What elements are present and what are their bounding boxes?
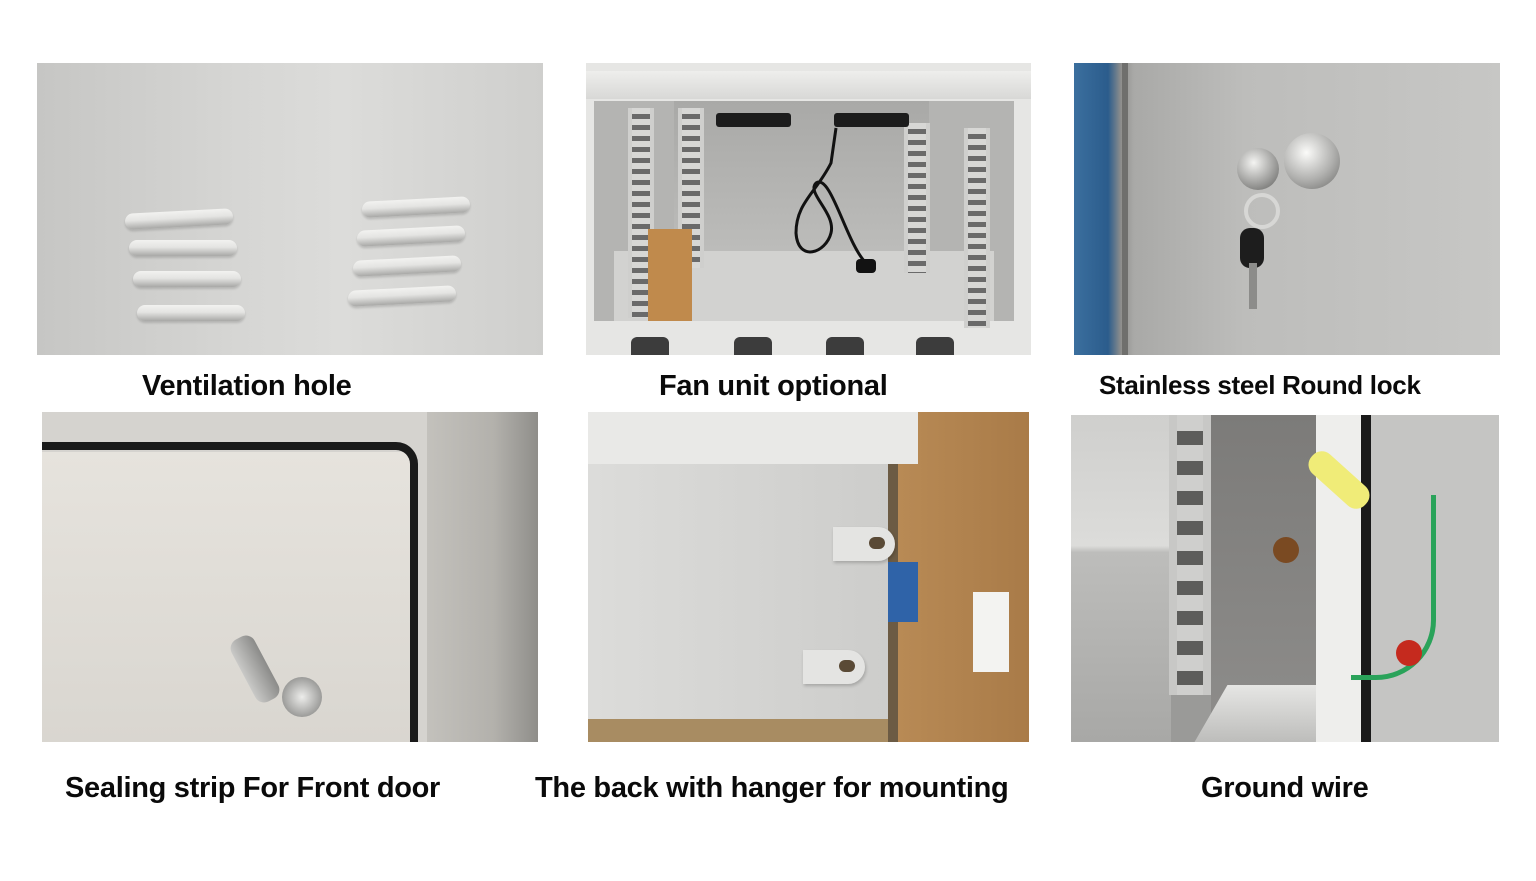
door-panel bbox=[42, 452, 412, 742]
ground-wire-photo bbox=[1071, 415, 1499, 742]
vent-slot bbox=[129, 240, 237, 256]
vent-slot bbox=[347, 285, 457, 307]
cabinet-top-frame bbox=[586, 71, 1031, 99]
round-lock-photo bbox=[1074, 63, 1500, 355]
lock-cap bbox=[1284, 133, 1340, 189]
sealing-strip bbox=[42, 442, 418, 742]
lock-cylinder bbox=[1237, 148, 1279, 190]
floor bbox=[588, 719, 888, 742]
key-head bbox=[1240, 228, 1264, 268]
mounting-hanger bbox=[833, 527, 895, 561]
fan-unit bbox=[834, 113, 909, 127]
rack-rail bbox=[1169, 415, 1211, 695]
vent-slot bbox=[133, 271, 241, 287]
rack-rail bbox=[904, 123, 930, 273]
roller bbox=[734, 337, 772, 355]
roller bbox=[826, 337, 864, 355]
roller bbox=[916, 337, 954, 355]
fan-unit-photo bbox=[586, 63, 1031, 355]
shelf bbox=[1071, 415, 1171, 742]
cardboard-boxes bbox=[898, 412, 1029, 742]
rack-rail bbox=[964, 128, 990, 328]
door-edge bbox=[1122, 63, 1128, 355]
vent-slot bbox=[361, 196, 471, 218]
caption-hanger: The back with hanger for mounting bbox=[535, 772, 1009, 804]
ventilation-hole-photo bbox=[37, 63, 543, 355]
mounting-hanger bbox=[803, 650, 865, 684]
roller bbox=[631, 337, 669, 355]
caption-lock: Stainless steel Round lock bbox=[1099, 370, 1421, 400]
vent-slot bbox=[352, 255, 462, 277]
vent-slot bbox=[137, 305, 245, 321]
cardboard-box bbox=[648, 229, 692, 321]
earth-wire bbox=[1351, 495, 1436, 680]
cabinet-side bbox=[427, 412, 538, 742]
vent-slot bbox=[124, 208, 234, 230]
back-hanger-photo bbox=[588, 412, 1029, 742]
latch-screw bbox=[282, 677, 322, 717]
key-ring-icon bbox=[1244, 193, 1280, 229]
open-door bbox=[1361, 415, 1499, 742]
ground-symbol-icon bbox=[1273, 537, 1299, 563]
box-label bbox=[973, 592, 1009, 672]
caption-ground: Ground wire bbox=[1201, 772, 1369, 804]
power-plug bbox=[856, 259, 876, 273]
sealing-strip-photo bbox=[42, 412, 538, 742]
key-blade bbox=[1249, 263, 1257, 309]
power-cord-icon bbox=[794, 127, 868, 265]
caption-sealing: Sealing strip For Front door bbox=[65, 772, 441, 804]
vent-slot bbox=[356, 225, 466, 247]
ground-symbol-icon bbox=[1396, 640, 1422, 666]
caption-fan: Fan unit optional bbox=[659, 370, 888, 402]
fan-unit bbox=[716, 113, 791, 127]
caption-ventilation: Ventilation hole bbox=[142, 370, 352, 402]
cabinet-top bbox=[588, 412, 918, 464]
